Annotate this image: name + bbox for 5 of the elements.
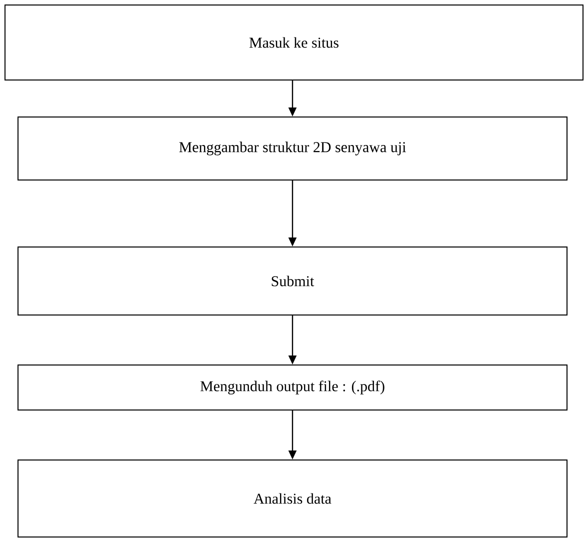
process-box: Masuk ke situs [4,4,584,80]
process-box: Submit [18,246,568,316]
process-box: Analisis data [18,460,568,538]
process-box: Mengunduh output file : (.pdf) [18,364,568,410]
process-box: Menggambar struktur 2D senyawa uji [18,116,568,180]
